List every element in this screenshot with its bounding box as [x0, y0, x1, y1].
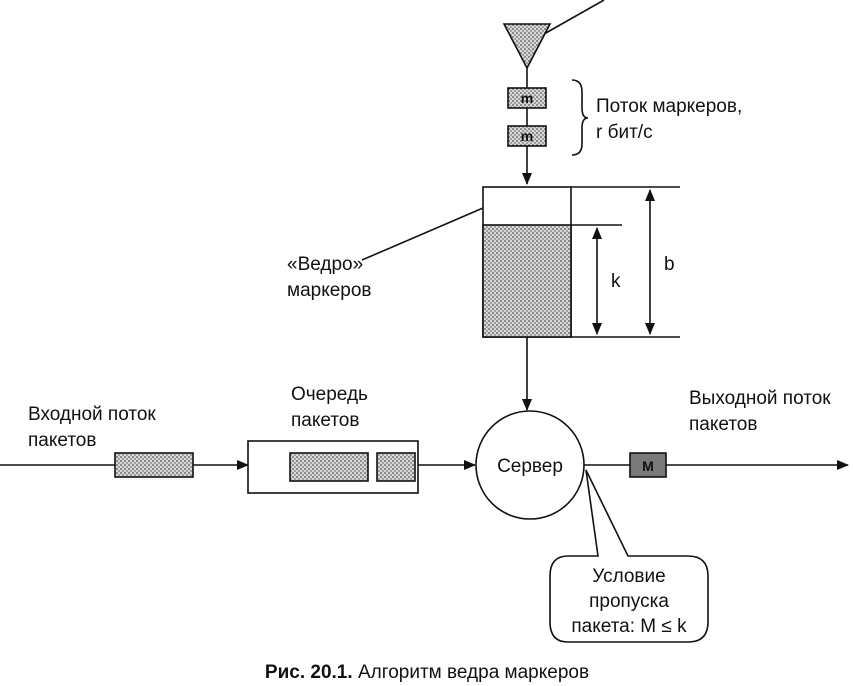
condition-label-3: пакета: M ≤ k — [571, 616, 687, 637]
token-stream-rate-label: r бит/с — [596, 122, 653, 143]
queue-label-2: пакетов — [291, 410, 359, 431]
figure-caption-text: Алгоритм ведра маркеров — [353, 662, 589, 683]
queue-packet-2 — [376, 452, 416, 482]
token-stream-brace — [571, 79, 589, 156]
k-label: k — [611, 271, 621, 292]
bucket-fill-tokens — [482, 224, 572, 338]
bucket-label-2: маркеров — [287, 280, 372, 301]
queue-label: Очередь — [291, 384, 368, 405]
token-2: m — [507, 125, 547, 147]
token-generator-triangle — [502, 23, 552, 70]
token-1: m — [507, 87, 547, 109]
condition-callout — [549, 469, 709, 643]
queue-packet-1 — [289, 452, 369, 482]
output-stream-label: Выходной поток — [689, 388, 831, 409]
svg-text:m: m — [521, 90, 533, 106]
condition-label-2: пропуска — [589, 591, 669, 612]
condition-label-1: Условие — [592, 566, 665, 587]
output-packet: M — [629, 452, 667, 478]
output-stream-label-2: пакетов — [689, 414, 757, 435]
b-label: b — [664, 254, 675, 275]
input-packet — [114, 452, 194, 478]
figure-caption: Рис. 20.1. Алгоритм ведра маркеров — [265, 662, 589, 683]
input-stream-label: Входной поток — [28, 404, 156, 425]
token-stream-label: Поток маркеров, — [596, 96, 742, 117]
input-stream-label-2: пакетов — [28, 430, 96, 451]
figure-caption-label: Рис. 20.1. — [265, 662, 353, 683]
bucket-label: «Ведро» — [287, 254, 363, 275]
svg-text:m: m — [521, 128, 533, 144]
svg-text:M: M — [642, 458, 654, 474]
server-label: Сервер — [497, 456, 563, 477]
bucket-leader-line — [361, 207, 484, 261]
